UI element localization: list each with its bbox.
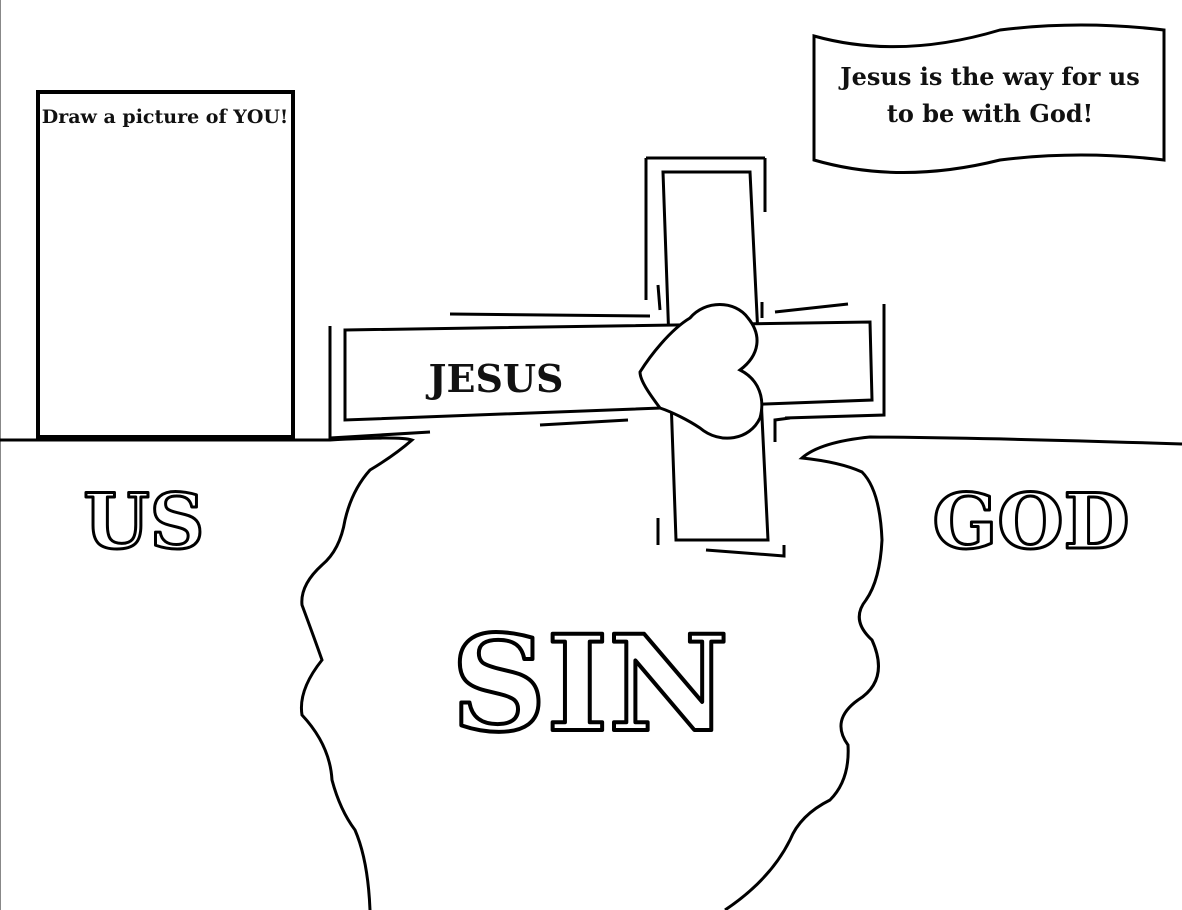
heart-icon xyxy=(638,303,764,440)
cross: JESUS xyxy=(328,156,886,558)
banner-text: Jesus is the way for us to be with God! xyxy=(840,62,1140,128)
left-cliff xyxy=(0,436,415,910)
right-cliff xyxy=(724,435,1182,910)
sin-label: SIN xyxy=(451,607,729,762)
cross-label: JESUS xyxy=(426,356,564,401)
us-label: US xyxy=(83,477,204,566)
drawing-box[interactable] xyxy=(36,90,295,439)
drawing-box-caption: Draw a picture of YOU! xyxy=(41,106,289,128)
banner-scroll xyxy=(812,23,1166,174)
god-label: GOD xyxy=(932,477,1129,566)
